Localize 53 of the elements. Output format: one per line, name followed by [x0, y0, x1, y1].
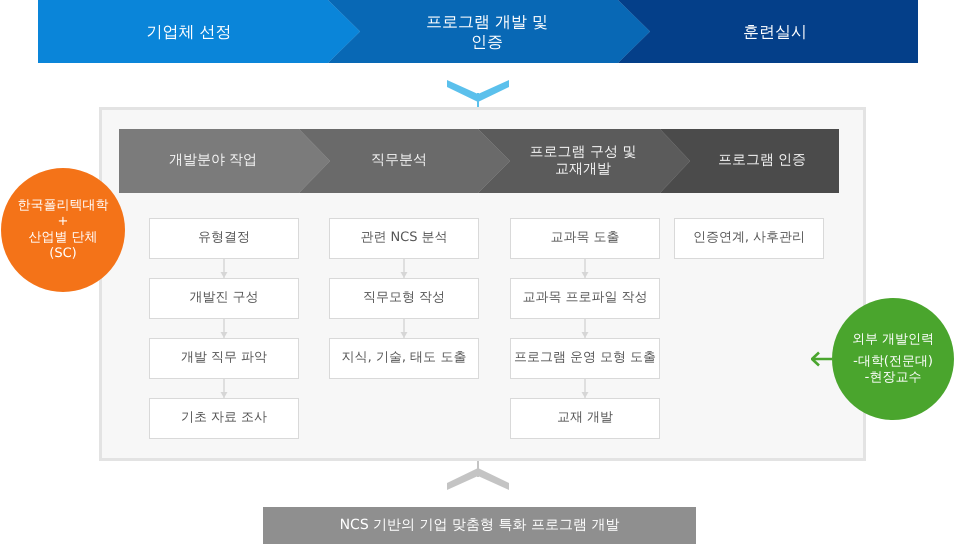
phase-step [478, 129, 690, 193]
task-label: 교과목 도출 [550, 230, 620, 247]
flow-arrow [220, 379, 228, 398]
flow-arrow [220, 319, 228, 338]
task-box [510, 278, 660, 319]
task-box [149, 338, 299, 379]
task-box [674, 218, 824, 259]
partner-label: 외부 개발인력 [852, 332, 934, 348]
task-label: 유형결정 [198, 230, 250, 247]
task-box [149, 278, 299, 319]
phase-label: 개발분야 작업 [168, 152, 258, 170]
task-label: 교과목 프로파일 작성 [522, 290, 648, 307]
phase-step [119, 129, 330, 193]
flow-arrow [582, 379, 588, 398]
partner-label: + [58, 214, 68, 230]
task-label: 교재 개발 [556, 410, 614, 427]
partner-label: -대학(전문대) -현장교수 [852, 354, 934, 386]
task-box [149, 218, 299, 259]
task-label: 인증연계, 사후관리 [692, 230, 806, 247]
task-label: 지식, 기술, 태도 도출 [342, 350, 466, 367]
banner-label: NCS 기반의 기업 맞춤형 특화 프로그램 개발 [340, 516, 620, 534]
flow-arrow [582, 319, 588, 338]
task-label: 프로그램 운영 모형 도출 [514, 350, 656, 367]
arrow [810, 351, 832, 367]
flow-arrow [220, 259, 228, 278]
flow-arrow [400, 259, 408, 278]
banner-bar [263, 507, 696, 544]
partner-label: 한국폴리텍대학 [18, 198, 108, 214]
task-label: 개발 직무 파악 [180, 350, 268, 367]
task-box [510, 398, 660, 439]
task-box [149, 398, 299, 439]
task-box [329, 278, 479, 319]
step-label: 기업체 선정 [146, 22, 232, 42]
process-step [618, 0, 918, 63]
phase-step [299, 129, 510, 193]
task-label: 개발진 구성 [189, 290, 259, 307]
process-step [38, 0, 360, 63]
phase-step [660, 129, 839, 193]
task-box [329, 218, 479, 259]
flow-arrow [400, 319, 408, 338]
task-label: 직무모형 작성 [362, 290, 446, 307]
step-label: 프로그램 개발 및 인증 [424, 12, 550, 52]
phase-label: 직무분석 [371, 152, 427, 170]
phase-label: 프로그램 구성 및 교재개발 [528, 144, 638, 178]
task-box [510, 338, 660, 379]
task-box [329, 338, 479, 379]
partner-label: 산업별 단체 (SC) [27, 230, 99, 262]
task-box [510, 218, 660, 259]
task-label: 관련 NCS 분석 [360, 230, 448, 247]
phase-label: 프로그램 인증 [718, 152, 806, 170]
task-label: 기초 자료 조사 [180, 410, 268, 427]
step-label: 훈련실시 [743, 22, 807, 42]
flow-arrow [582, 259, 588, 278]
